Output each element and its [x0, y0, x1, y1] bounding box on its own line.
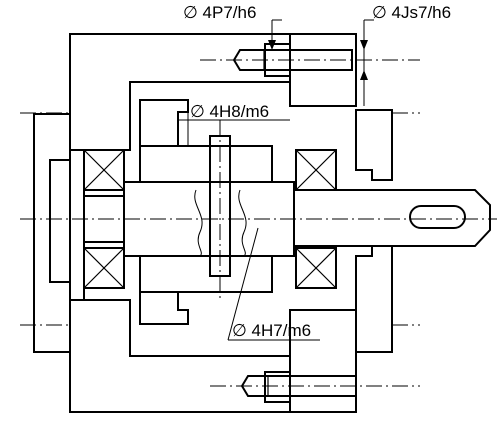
gear-hub	[139, 99, 273, 325]
diameter-symbol: ∅	[190, 102, 205, 121]
fit-spec: 4Js7/h6	[392, 3, 452, 22]
diameter-symbol: ∅	[232, 321, 247, 340]
keyway-slot	[409, 205, 466, 229]
fit-label-js7-h6: ∅ 4Js7/h6	[372, 3, 451, 22]
left-bearing-bottom	[83, 247, 125, 289]
fit-label-p7-h6: ∅ 4P7/h6	[183, 3, 256, 22]
left-end-cap	[33, 113, 71, 353]
fit-spec: 4H8/m6	[210, 102, 270, 121]
right-housing	[289, 33, 357, 413]
left-bearing-top	[83, 149, 125, 191]
right-bearing-top	[295, 149, 337, 191]
diameter-symbol: ∅	[183, 3, 198, 22]
fit-spec: 4P7/h6	[203, 3, 257, 22]
fit-spec: 4H7/m6	[252, 321, 312, 340]
fit-label-h7-m6: ∅ 4H7/m6	[232, 321, 311, 340]
right-end-cap	[355, 109, 393, 353]
leader-lines	[178, 19, 374, 341]
fit-label-h8-m6: ∅ 4H8/m6	[190, 102, 269, 121]
left-housing	[69, 33, 291, 413]
centre-lines	[20, 59, 497, 387]
right-bearing-bottom	[295, 247, 337, 289]
diameter-symbol: ∅	[372, 3, 387, 22]
